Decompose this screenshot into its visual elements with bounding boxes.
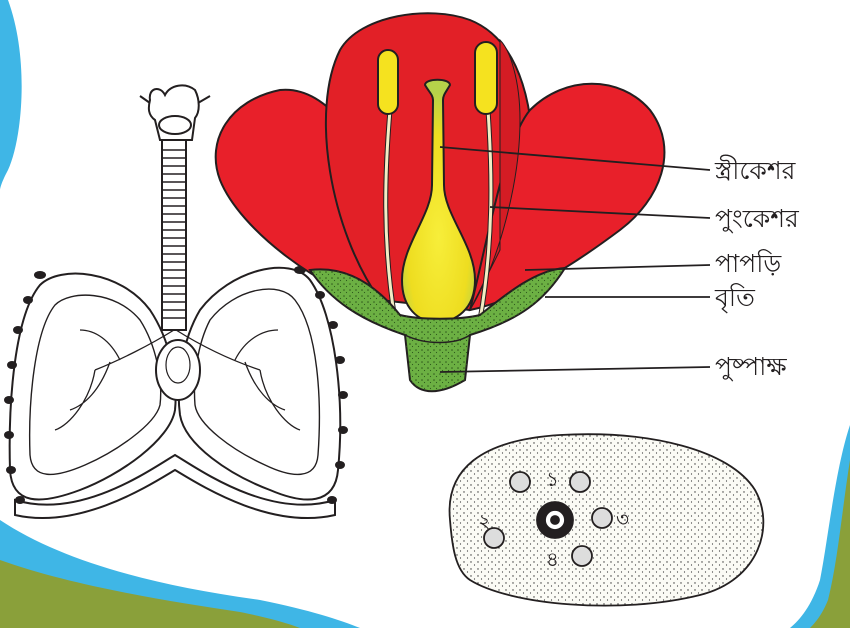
- label-stamen: পুংকেশর: [715, 204, 800, 234]
- stem-cross-section-illustration: ১ ২ ৩ ৪: [450, 434, 764, 605]
- label-pistil: স্ত্রীকেশর: [714, 155, 797, 185]
- label-sepal: বৃতি: [714, 283, 756, 313]
- stem-number-2: ২: [478, 509, 491, 533]
- leader-receptacle: [440, 367, 710, 372]
- left-lung: [10, 274, 176, 500]
- trachea: [162, 140, 186, 330]
- flower-labels: স্ত্রীকেশর পুংকেশর পাপড়ি বৃতি পুষ্পাক্ষ: [714, 155, 800, 382]
- stem-number-4: ৪: [546, 547, 559, 571]
- stem-number-1: ১: [546, 467, 559, 491]
- label-receptacle: পুষ্পাক্ষ: [715, 352, 787, 382]
- anther-left: [378, 50, 398, 114]
- left-blue-wave: [0, 0, 22, 190]
- stem-number-3: ৩: [616, 507, 629, 531]
- anther-right: [475, 42, 497, 114]
- label-petal: পাপড়ি: [715, 249, 782, 278]
